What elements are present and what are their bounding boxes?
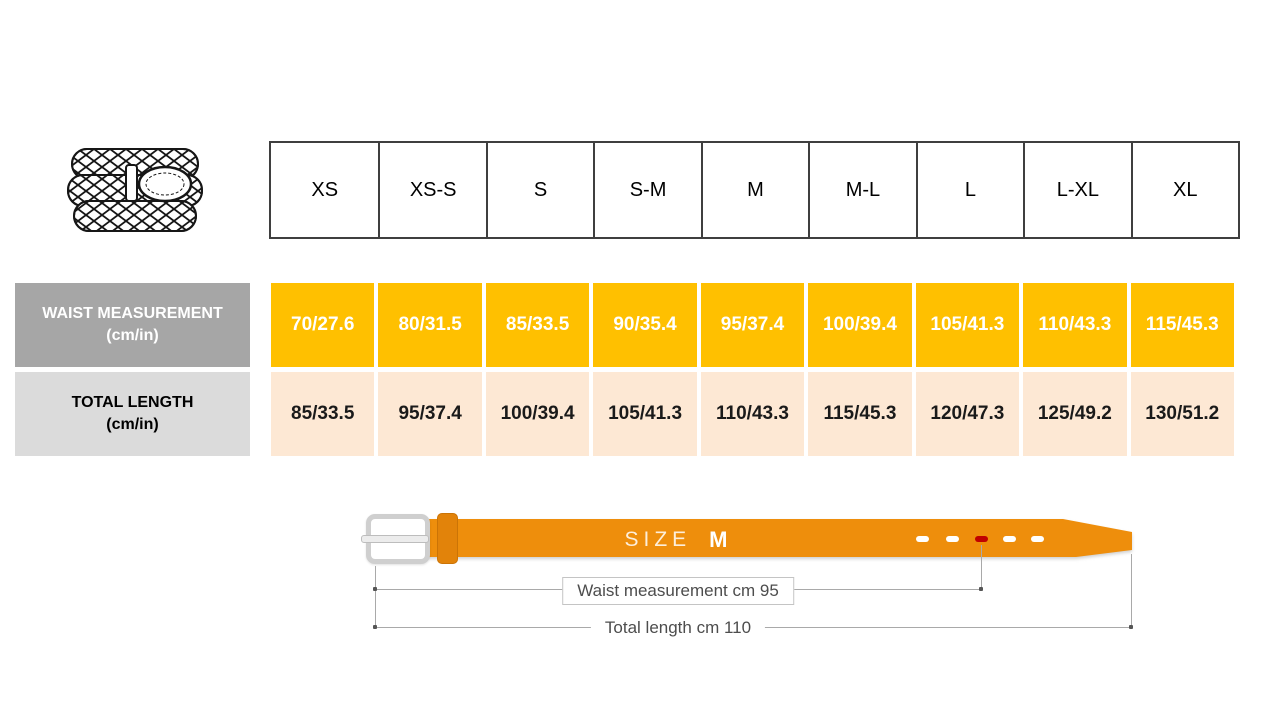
belt-hole-selected xyxy=(975,536,988,542)
waist-row-label-text: WAIST MEASUREMENT xyxy=(42,305,223,323)
size-word: SIZE xyxy=(624,528,692,551)
length-value-cell: 95/37.4 xyxy=(376,372,483,456)
line-end-marker xyxy=(1129,625,1133,629)
belt-size-label: SIZE M xyxy=(624,526,727,554)
size-header-cell: M xyxy=(700,143,808,237)
waist-row-label: WAIST MEASUREMENT (cm/in) xyxy=(15,283,250,367)
length-value-cell: 125/49.2 xyxy=(1021,372,1128,456)
size-header-cell: XL xyxy=(1130,143,1238,237)
waist-value-cell: 110/43.3 xyxy=(1021,283,1128,367)
leader-line-tip xyxy=(1131,554,1132,627)
length-value-cell: 85/33.5 xyxy=(269,372,376,456)
length-values-row: 85/33.5 95/37.4 100/39.4 105/41.3 110/43… xyxy=(269,372,1236,456)
waist-value-cell: 80/31.5 xyxy=(376,283,483,367)
size-header-cell: XS xyxy=(311,178,339,201)
waist-value-cell: 105/41.3 xyxy=(914,283,1021,367)
waist-value-cell: 115/45.3 xyxy=(1129,283,1236,367)
line-end-marker xyxy=(373,587,377,591)
waist-value-cell: 85/33.5 xyxy=(484,283,591,367)
waist-value-cell: 100/39.4 xyxy=(806,283,913,367)
belt-hole xyxy=(1031,536,1044,542)
length-value-cell: 120/47.3 xyxy=(914,372,1021,456)
length-value-cell: 130/51.2 xyxy=(1129,372,1236,456)
length-value-cell: 115/45.3 xyxy=(806,372,913,456)
size-header-cell: L xyxy=(915,143,1023,237)
leader-line-buckle xyxy=(375,566,376,627)
belt-keeper-loop xyxy=(437,513,458,564)
leader-line-hole xyxy=(981,545,982,589)
belt-buckle-prong xyxy=(361,535,429,543)
length-row-label-text: TOTAL LENGTH xyxy=(71,394,194,412)
length-value-cell: 105/41.3 xyxy=(591,372,698,456)
belt-hole xyxy=(1003,536,1016,542)
belt-hole xyxy=(946,536,959,542)
size-header-cell: S xyxy=(485,143,593,237)
size-value: M xyxy=(709,527,728,552)
belt-hole xyxy=(916,536,929,542)
size-header-table: XS XS-S S S-M M M-L L L-XL XL xyxy=(269,141,1240,239)
length-value-cell: 100/39.4 xyxy=(484,372,591,456)
waist-values-row: 70/27.6 80/31.5 85/33.5 90/35.4 95/37.4 … xyxy=(269,283,1236,367)
length-row-label: TOTAL LENGTH (cm/in) xyxy=(15,372,250,456)
length-value-cell: 110/43.3 xyxy=(699,372,806,456)
line-end-marker xyxy=(979,587,983,591)
line-end-marker xyxy=(373,625,377,629)
waist-value-cell: 90/35.4 xyxy=(591,283,698,367)
waist-value-cell: 95/37.4 xyxy=(699,283,806,367)
size-header-cell: S-M xyxy=(593,143,700,237)
braided-belt-icon xyxy=(67,148,203,232)
length-row-label-unit: (cm/in) xyxy=(106,416,159,433)
belt-strap-illustration xyxy=(428,519,1132,557)
waist-row-label-unit: (cm/in) xyxy=(106,327,159,344)
waist-value-cell: 70/27.6 xyxy=(269,283,376,367)
size-header-cell: XS-S xyxy=(378,143,485,237)
waist-measurement-caption: Waist measurement cm 95 xyxy=(562,577,794,605)
size-header-cell: L-XL xyxy=(1023,143,1130,237)
total-length-caption: Total length cm 110 xyxy=(590,617,766,639)
size-header-cell: M-L xyxy=(808,143,915,237)
